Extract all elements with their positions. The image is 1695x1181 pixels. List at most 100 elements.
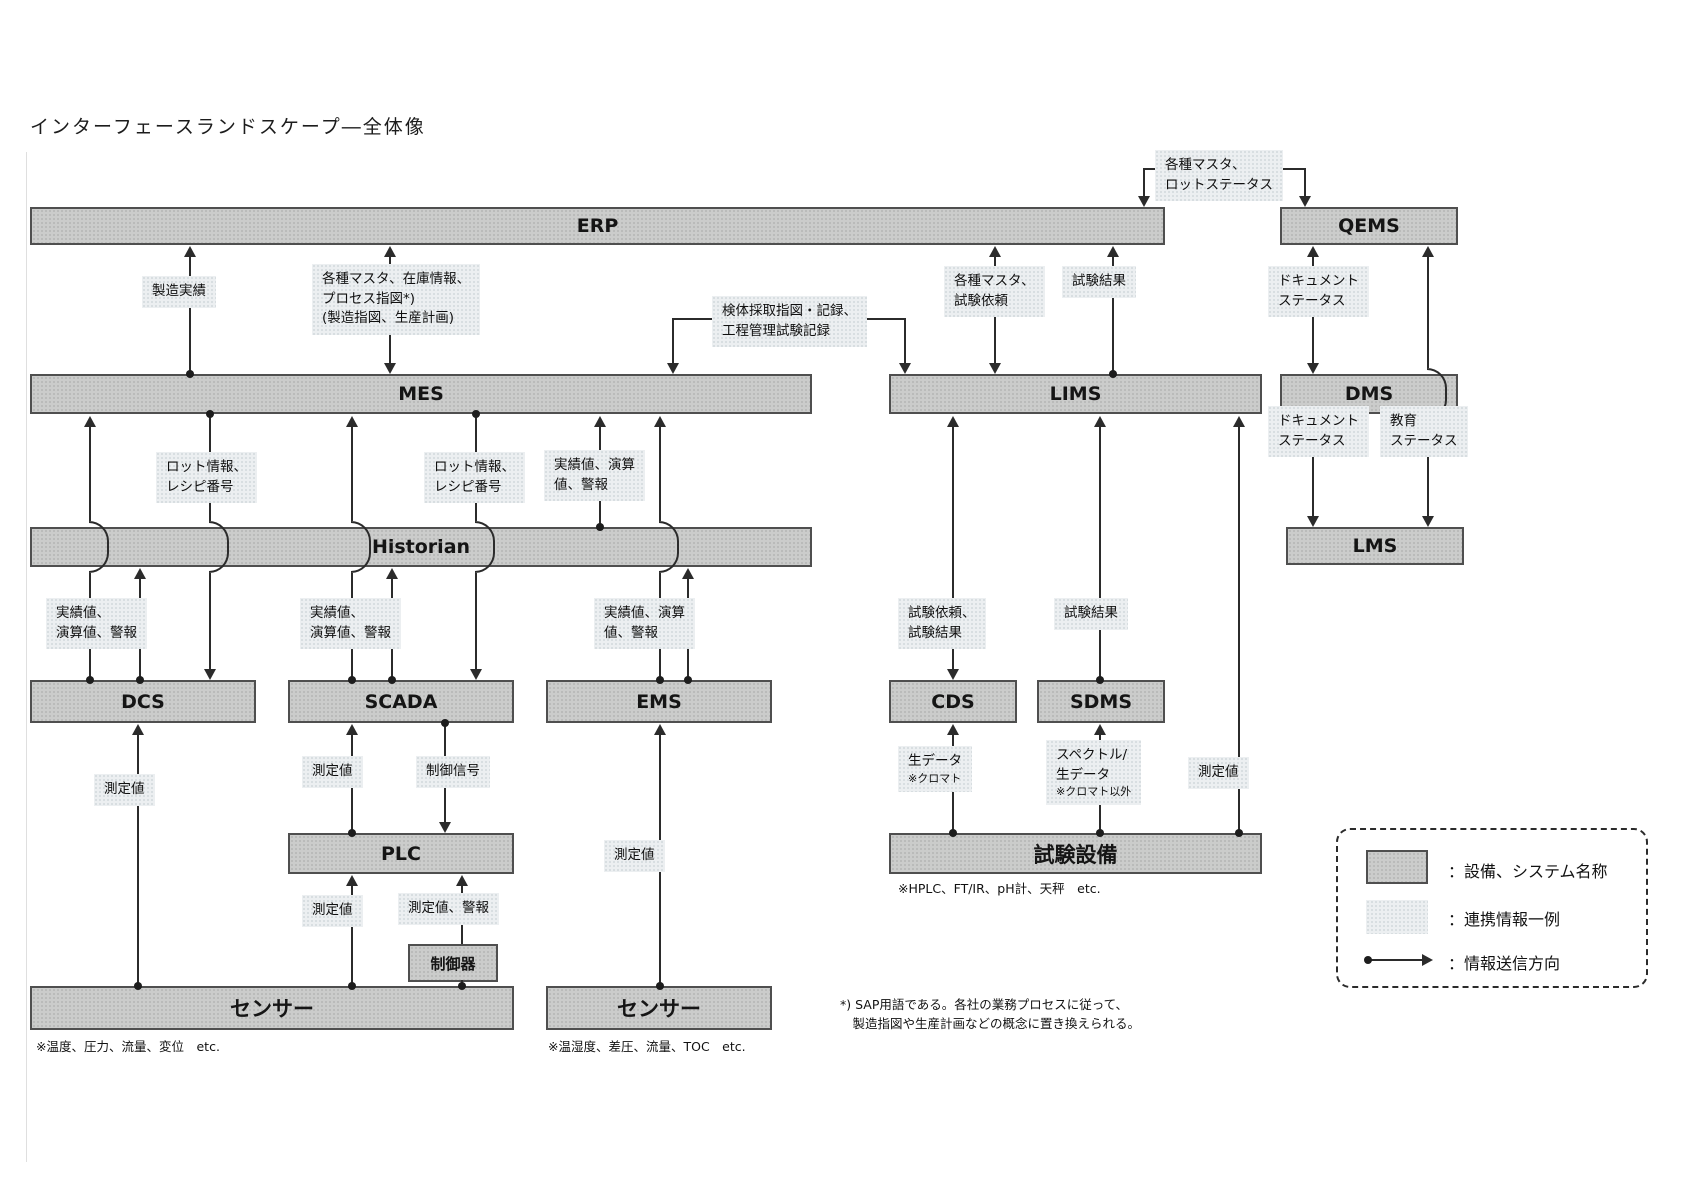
edge-scada-historian-dot <box>388 676 396 684</box>
label-actual-values-dcs: 実績値、 演算値、警報 <box>46 598 147 650</box>
edge-scada-mes-arrow <box>346 416 358 427</box>
system-sensor-left-label: センサー <box>230 997 314 1021</box>
edge-sensor-dcs-dot <box>134 982 142 990</box>
legend-arrow-dot <box>1364 956 1372 964</box>
system-mes: MES <box>30 374 812 414</box>
edge-sensor-ems-arrow <box>654 724 666 735</box>
edge-lims-erp-arrow <box>1107 246 1119 257</box>
system-historian-label: Historian <box>371 536 471 558</box>
label-measurement-dcs: 測定値 <box>94 774 155 806</box>
edge-mes-erp-line <box>189 257 191 374</box>
edge-mes-dcs-line-lower <box>209 573 211 669</box>
edge-sensor-dcs-line <box>137 735 139 986</box>
edge-lims-erp-dot <box>1109 370 1117 378</box>
label-document-status-top: ドキュメント ステータス <box>1268 266 1369 318</box>
legend-arrow-head <box>1422 954 1433 966</box>
system-sensor-right-label: センサー <box>617 997 701 1021</box>
system-sensor-right: センサー <box>546 986 772 1030</box>
label-actual-values-historian-mes: 実績値、演算 値、警報 <box>544 450 645 502</box>
edge-dcs-mes-dot <box>86 676 94 684</box>
system-plc: PLC <box>288 833 514 874</box>
edge-te-lims-dot <box>1235 829 1243 837</box>
system-historian: Historian <box>30 527 812 567</box>
edge-qems-dms-arrow-down <box>1307 363 1319 374</box>
edge-mes-erp-dot <box>186 370 194 378</box>
edge-lims-erp-line <box>1112 257 1114 374</box>
label-education-status: 教育 ステータス <box>1380 406 1468 458</box>
edge-sensor-plc-arrow <box>346 875 358 886</box>
edge-mes-scada-arrow <box>470 669 482 680</box>
edge-te-cds-dot <box>949 829 957 837</box>
edge-mes-dcs-arrow <box>204 669 216 680</box>
edge-lot-status-qems-arrow <box>1299 196 1311 207</box>
edge-dcs-historian-arrow <box>134 568 146 579</box>
edge-dms-lms-arrow-down <box>1307 516 1319 527</box>
label-lot-recipe-scada: ロット情報、 レシピ番号 <box>424 452 525 504</box>
system-plc-label: PLC <box>381 842 421 865</box>
label-test-results-erp: 試験結果 <box>1062 266 1136 298</box>
label-measurement-scada-plc: 測定値 <box>302 756 363 788</box>
label-spectrum-main: スペクトル/ 生データ <box>1056 747 1128 783</box>
edge-historian-mes-arrow <box>594 416 606 427</box>
edge-lot-status-erp-arrow <box>1138 196 1150 207</box>
edge-sdms-lims-arrow <box>1094 416 1106 427</box>
edge-dcs-mes-arrow <box>84 416 96 427</box>
system-cds: CDS <box>889 680 1017 723</box>
label-measurement-plc: 測定値 <box>302 895 363 927</box>
label-actual-values-ems: 実績値、演算 値、警報 <box>594 598 695 650</box>
system-sdms-label: SDMS <box>1069 690 1133 713</box>
edge-sampling-mes-arrow <box>667 363 679 374</box>
edge-sampling-left-elbow <box>672 318 714 363</box>
edge-scada-historian-arrow <box>386 568 398 579</box>
figure-edge <box>26 152 27 1162</box>
label-raw-data-main: 生データ <box>908 753 962 769</box>
edge-mes-scada-dot <box>472 410 480 418</box>
system-controller: 制御器 <box>408 944 498 982</box>
edge-lims-cds-arrow-down <box>947 669 959 680</box>
edge-sensor-controller-dot <box>458 982 466 990</box>
edge-mes-scada-line-lower <box>475 573 477 669</box>
label-manufacturing-results: 製造実績 <box>142 276 216 308</box>
label-test-request-results-cds: 試験依頼、 試験結果 <box>898 598 986 650</box>
edge-controller-plc-arrow <box>456 875 468 886</box>
edge-te-cds-arrow <box>947 724 959 735</box>
edge-te-lims-arrow <box>1233 416 1245 427</box>
page-title: インターフェースランドスケープ―全体像 <box>30 116 426 138</box>
legend-system-swatch <box>1366 850 1428 884</box>
label-test-results-sdms: 試験結果 <box>1054 598 1128 630</box>
system-dms-label: DMS <box>1344 383 1394 405</box>
label-measurement-alarm: 測定値、警報 <box>398 893 499 925</box>
edge-qems-dms-arrow-up <box>1307 246 1319 257</box>
edge-sampling-right-elbow <box>858 318 906 363</box>
edge-sampling-lims-arrow <box>899 363 911 374</box>
edge-mes-erp-arrow <box>184 246 196 257</box>
label-measurement-lims: 測定値 <box>1188 757 1249 789</box>
edge-erp-mes-arrow-up <box>384 246 396 257</box>
system-lms: LMS <box>1286 527 1464 565</box>
edge-mes-dcs-dot <box>206 410 214 418</box>
edge-historian-mes-dot <box>596 523 604 531</box>
label-raw-data: 生データ※クロマト <box>898 746 972 792</box>
edge-sensor-ems-dot <box>656 982 664 990</box>
edge-sdms-lims-line <box>1099 427 1101 680</box>
system-lms-label: LMS <box>1352 535 1398 557</box>
footnote-sensor-left: ※温度、圧力、流量、変位 etc. <box>36 1039 220 1054</box>
system-qems: QEMS <box>1280 207 1458 245</box>
legend-info-swatch <box>1366 900 1428 934</box>
edge-ems-mes-arrow <box>654 416 666 427</box>
legend-system-label: ：設備、システム名称 <box>1448 862 1608 881</box>
label-sampling-records: 検体採取指図・記録、 工程管理試験記録 <box>712 296 867 348</box>
system-controller-label: 制御器 <box>430 954 476 973</box>
label-lot-recipe-dcs: ロット情報、 レシピ番号 <box>156 452 257 504</box>
label-master-inventory-process: 各種マスタ、在庫情報、 プロセス指図*) (製造指図、生産計画) <box>312 264 481 335</box>
edge-scada-plc-arrow <box>439 822 451 833</box>
system-scada-label: SCADA <box>364 690 438 713</box>
legend-info-label: ：連携情報一例 <box>1448 910 1561 929</box>
edge-ems-mes-dot <box>656 676 664 684</box>
edge-ems-mes-line-upper <box>659 427 661 521</box>
edge-dcs-mes-line-upper <box>89 427 91 521</box>
footnote-sap: *) SAP用語である。各社の業務プロセスに従って、 製造指図や生産計画などの概… <box>840 997 1141 1031</box>
system-dcs: DCS <box>30 680 256 723</box>
label-spectrum-raw-data: スペクトル/ 生データ※クロマト以外 <box>1046 740 1142 806</box>
edge-erp-lims-arrow-down <box>989 363 1001 374</box>
